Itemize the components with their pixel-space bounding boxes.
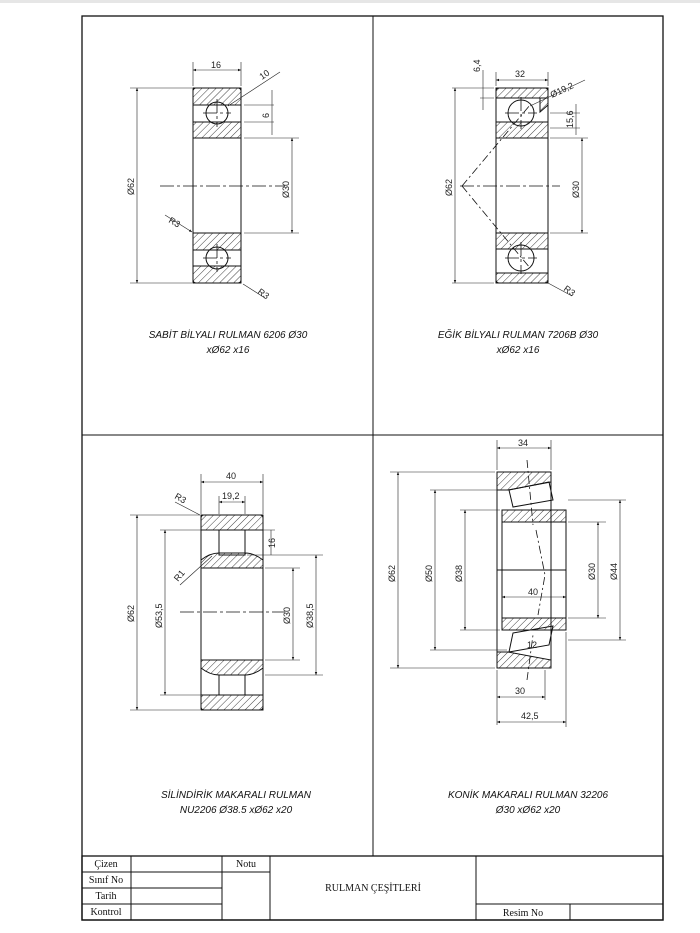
label-resim-no: Resim No [503, 908, 543, 919]
top-border [0, 0, 700, 3]
caption-tapered-line1: KONİK MAKARALI RULMAN 32206 [448, 789, 608, 801]
dim-d44: Ø44 [609, 563, 619, 580]
sheet-frame [81, 15, 664, 921]
dim-outer-diameter: Ø62 [126, 178, 136, 195]
dim-inner-width: 40 [528, 587, 538, 597]
dim-width: 34 [518, 438, 528, 448]
caption-angular-line1: EĞİK BİLYALI RULMAN 7206B Ø30 [438, 328, 599, 341]
dim-bore-diameter: Ø30 [282, 607, 292, 624]
label-sinif-no: Sınıf No [89, 875, 123, 886]
dim-bore-diameter: Ø30 [571, 181, 581, 198]
dim-d50: Ø50 [424, 565, 434, 582]
caption-angular-line2: xØ62 x16 [496, 345, 540, 356]
dim-roller-height: 16 [267, 538, 277, 548]
dim-width-30: 30 [515, 686, 525, 696]
deep-groove-ball-bearing-drawing: 16 Ø62 Ø30 6 10 R3 R3 [126, 60, 299, 301]
dim-radius-outer: R3 [173, 491, 188, 505]
tapered-roller-bearing-drawing: 34 Ø62 Ø50 Ø38 Ø30 Ø44 40 12 30 42,5 [387, 438, 626, 727]
dim-inner-race: Ø38,5 [305, 603, 315, 628]
caption-deep-groove-line1: SABİT BİLYALI RULMAN 6206 Ø30 [149, 329, 308, 341]
dim-width: 32 [515, 69, 525, 79]
dim-width: 40 [226, 471, 236, 481]
caption-cylindrical-line1: SİLİNDİRİK MAKARALI RULMAN [161, 789, 312, 801]
dim-outer-diameter: Ø62 [444, 179, 454, 196]
angular-contact-ball-bearing-drawing: 32 Ø62 Ø30 15,6 6,4 Ø19,2 R3 [444, 59, 588, 298]
dim-height: 15,6 [565, 110, 575, 128]
dim-outer-diameter: Ø62 [126, 605, 136, 622]
dim-bore-diameter: Ø30 [587, 563, 597, 580]
caption-deep-groove-line2: xØ62 x16 [206, 345, 250, 356]
dim-roller-length: 19,2 [222, 491, 240, 501]
label-tarih: Tarih [96, 891, 117, 902]
dim-bore-diameter: Ø30 [281, 181, 291, 198]
dim-ball-diameter: Ø19,2 [549, 80, 575, 99]
dim-outer-race: Ø53,5 [154, 603, 164, 628]
dim-radius-outer: R3 [562, 283, 577, 298]
label-notu: Notu [236, 859, 256, 870]
dim-d38: Ø38 [454, 565, 464, 582]
dim-width-42-5: 42,5 [521, 711, 539, 721]
drawing-title: RULMAN ÇEŞİTLERİ [325, 882, 421, 894]
dim-ball: 10 [257, 68, 271, 82]
dim-angle: 12 [527, 640, 537, 650]
label-kontrol: Kontrol [90, 907, 121, 918]
dim-gap: 6 [261, 113, 271, 118]
caption-tapered-line2: Ø30 xØ62 x20 [495, 805, 561, 816]
cylindrical-roller-bearing-drawing: 40 19,2 Ø62 Ø53,5 Ø30 Ø38,5 16 R3 R1 [126, 471, 323, 711]
caption-cylindrical-line2: NU2206 Ø38.5 xØ62 x20 [180, 805, 293, 816]
dim-radius-outer: R3 [256, 286, 271, 301]
dim-width: 16 [211, 60, 221, 70]
dim-radius-inner: R3 [167, 215, 182, 229]
label-cizen: Çizen [94, 859, 117, 870]
dim-outer-diameter: Ø62 [387, 565, 397, 582]
title-block: Çizen Sınıf No Tarih Kontrol Notu RULMAN… [81, 855, 664, 921]
dim-offset: 6,4 [472, 59, 482, 72]
